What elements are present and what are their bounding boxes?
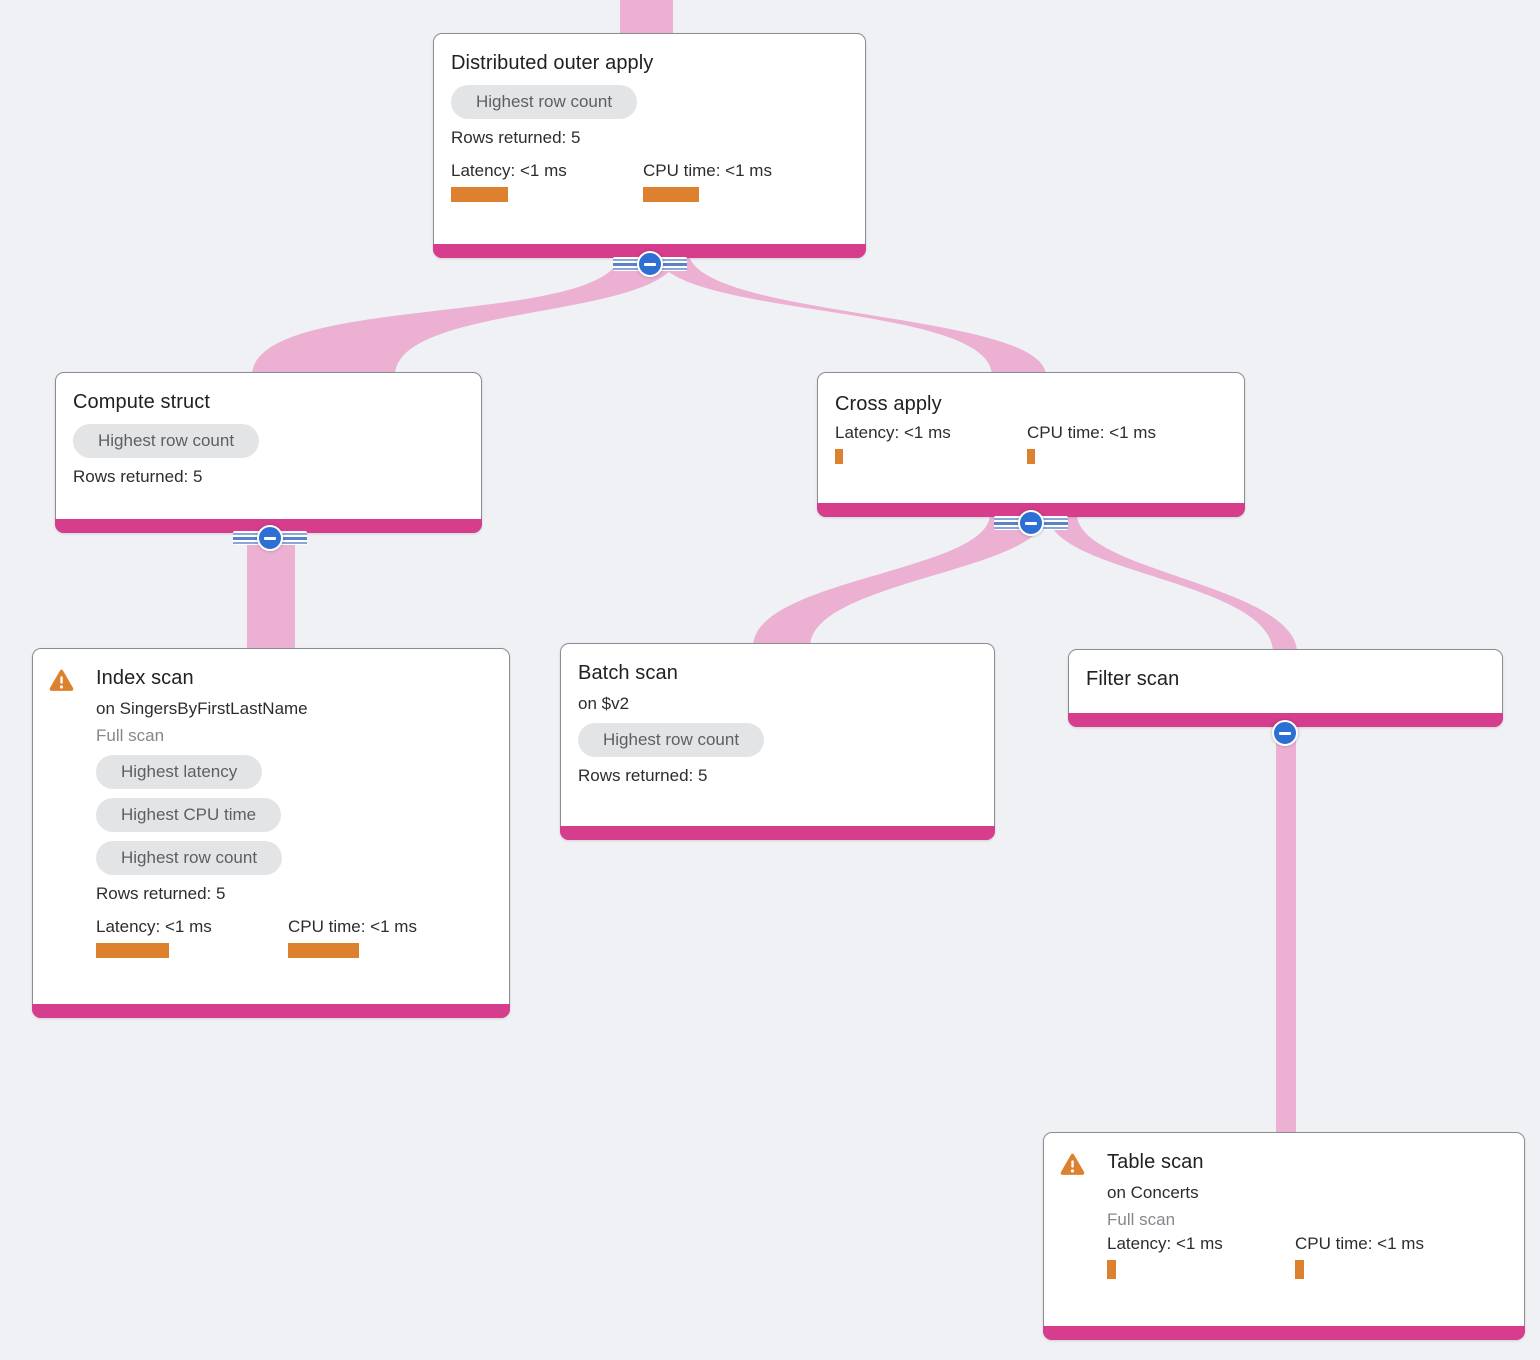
collapse-children-button[interactable]: [637, 251, 663, 277]
link-douter-to-compute: [252, 250, 680, 376]
link-cross-to-batch: [753, 514, 1046, 647]
node-title: Filter scan: [1086, 668, 1180, 690]
latency-label: Latency: <1 ms: [835, 423, 951, 442]
plan-node-batch-scan[interactable]: Batch scan on $v2 Highest row count Rows…: [560, 643, 995, 840]
cpu-time-label: CPU time: <1 ms: [1027, 423, 1156, 442]
node-target: on SingersByFirstLastName: [96, 699, 308, 718]
latency-label: Latency: <1 ms: [1107, 1234, 1223, 1253]
node-title: Batch scan: [578, 662, 678, 684]
collapse-children-button[interactable]: [1272, 720, 1298, 746]
latency-bar: [835, 449, 843, 464]
node-title: Distributed outer apply: [451, 52, 654, 74]
plan-node-filter-scan[interactable]: Filter scan: [1068, 649, 1503, 727]
latency-bar: [1107, 1260, 1116, 1279]
scan-type-label: Full scan: [96, 726, 165, 745]
plan-node-table-scan[interactable]: Table scan on Concerts Full scan Latency…: [1043, 1132, 1525, 1340]
badge-highest-cpu-time: Highest CPU time: [96, 798, 282, 832]
link-top-entry: [620, 0, 673, 38]
link-douter-to-cross: [655, 250, 1046, 376]
cpu-time-bar: [1295, 1260, 1304, 1279]
node-title: Index scan: [96, 667, 194, 689]
badge-highest-row-count: Highest row count: [73, 424, 260, 458]
warning-icon: [49, 669, 74, 691]
cpu-time-bar: [1027, 449, 1035, 464]
badge-highest-row-count: Highest row count: [578, 723, 765, 757]
badge-highest-row-count: Highest row count: [96, 841, 283, 875]
latency-bar: [451, 187, 508, 202]
cpu-time-label: CPU time: <1 ms: [1295, 1234, 1424, 1253]
node-title: Cross apply: [835, 393, 942, 415]
badge-highest-row-count: Highest row count: [451, 85, 638, 119]
rows-returned-value: Rows returned: 5: [96, 884, 226, 903]
collapse-children-button[interactable]: [1018, 510, 1044, 536]
badge-highest-latency: Highest latency: [96, 755, 263, 789]
warning-icon: [1060, 1153, 1085, 1175]
link-cross-to-filter: [1048, 514, 1297, 653]
node-target: on $v2: [578, 694, 630, 713]
scan-type-label: Full scan: [1107, 1210, 1176, 1229]
node-title: Table scan: [1107, 1151, 1204, 1173]
latency-bar: [96, 943, 169, 958]
rows-returned-value: Rows returned: 5: [578, 766, 708, 785]
node-title: Compute struct: [73, 391, 211, 413]
cpu-time-bar: [643, 187, 699, 202]
rows-returned-value: Rows returned: 5: [73, 467, 203, 486]
node-accent-bar: [32, 1004, 510, 1018]
node-target: on Concerts: [1107, 1183, 1199, 1202]
link-compute-to-index: [247, 528, 295, 652]
cpu-time-label: CPU time: <1 ms: [288, 917, 417, 936]
plan-node-compute-struct[interactable]: Compute struct Highest row count Rows re…: [55, 372, 482, 533]
node-accent-bar: [560, 826, 995, 840]
node-accent-bar: [1043, 1326, 1525, 1340]
cpu-time-bar: [288, 943, 359, 958]
plan-node-distributed-outer-apply[interactable]: Distributed outer apply Highest row coun…: [433, 33, 866, 258]
cpu-time-label: CPU time: <1 ms: [643, 161, 772, 180]
latency-label: Latency: <1 ms: [451, 161, 567, 180]
collapse-children-button[interactable]: [257, 525, 283, 551]
link-filter-to-table: [1276, 722, 1296, 1136]
rows-returned-value: Rows returned: 5: [451, 128, 581, 147]
latency-label: Latency: <1 ms: [96, 917, 212, 936]
plan-node-cross-apply[interactable]: Cross apply Latency: <1 ms CPU time: <1 …: [817, 372, 1245, 517]
plan-node-index-scan[interactable]: Index scan on SingersByFirstLastName Ful…: [32, 648, 510, 1018]
